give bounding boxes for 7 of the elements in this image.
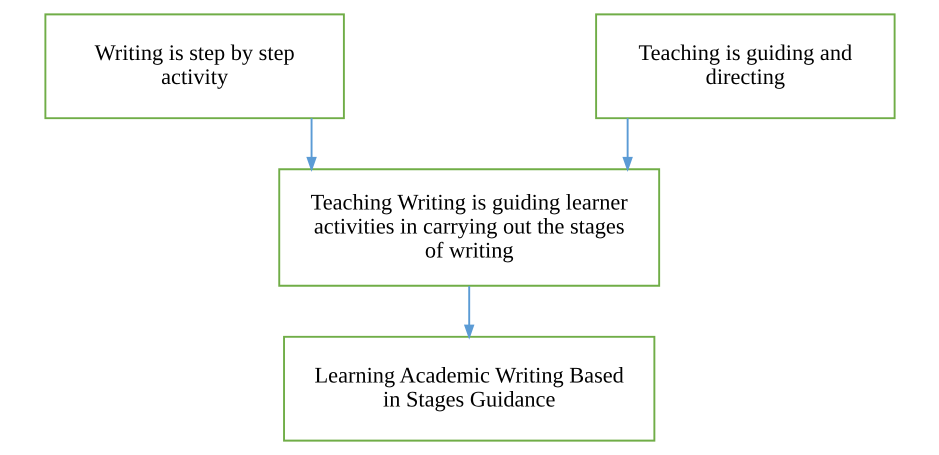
node-box: Learning Academic Writing Based in Stages Guidance [282,336,655,442]
arrow [306,118,316,172]
arrow [463,286,474,340]
node-box: Writing is step by step activity [44,13,344,120]
node-box: Teaching is guiding and directing [594,13,896,120]
node-box: Teaching Writing is guiding learner activities in carrying out the stages of writing [278,168,660,287]
arrow [622,118,632,172]
